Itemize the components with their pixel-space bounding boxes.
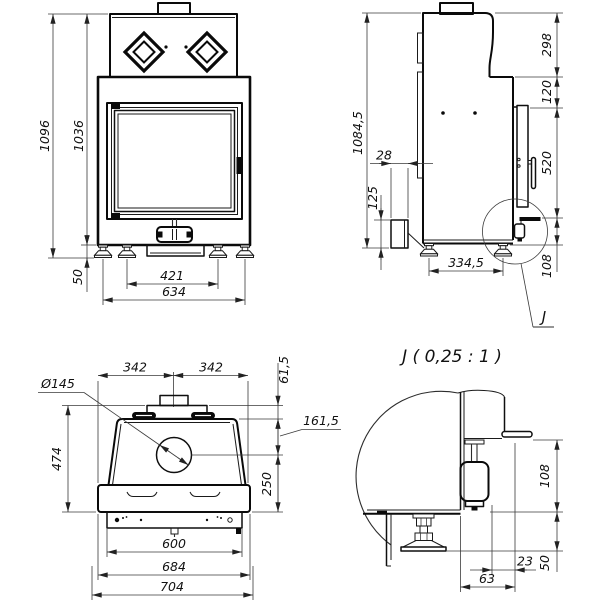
rear-air-duct [390, 219, 409, 249]
dim-frame-width: 684 [162, 559, 186, 574]
hinge-top-icon [111, 104, 120, 109]
front-frame-top [97, 484, 251, 513]
dim-frame-step: 120 [539, 80, 554, 104]
top-view-dimensions: Ø145 342 342 61,5 161,5 250 [38, 356, 341, 600]
side-view-body: J [390, 2, 554, 328]
damper-actuator-side [513, 223, 526, 239]
vent-dot-left [164, 45, 168, 49]
vent-diamond-left [123, 31, 165, 73]
door-frame [106, 102, 243, 220]
detail-boundary-arc [355, 390, 459, 546]
leveling-foot [494, 243, 512, 257]
detail-marker-label: J [539, 308, 546, 326]
right-side-wall [231, 418, 247, 486]
dim-feet-spacing: 334,5 [448, 255, 484, 270]
top-view-body [97, 372, 251, 537]
dim-door-section: 520 [539, 151, 554, 175]
leveling-foot [118, 244, 136, 258]
dim-half-width-left: 342 [123, 360, 147, 375]
dim-outer-feet: 634 [162, 284, 186, 299]
flue-stub-top [159, 394, 189, 407]
front-bar-top [106, 511, 243, 529]
body-bolt [441, 111, 445, 115]
dim-body-height: 1036 [71, 120, 86, 152]
flue-stub-front [157, 2, 191, 15]
vent-dot-right [184, 45, 188, 49]
dim-side-overall-height: 1084,5 [350, 111, 365, 155]
door-glass [117, 113, 232, 209]
bar-tab-dark [236, 528, 241, 534]
detail-circle-J [482, 198, 548, 265]
leveling-foot [209, 244, 227, 258]
dim-leg-height-detail: 50 [537, 555, 552, 571]
leveling-foot [236, 244, 254, 258]
dim-lower-section: 108 [539, 254, 554, 278]
door-latch-strip [236, 157, 242, 174]
hinge-bottom-icon [111, 213, 120, 218]
rear-trim-upper [417, 32, 424, 64]
dim-flange-offset: 63 [479, 571, 495, 586]
bar-tab [170, 527, 179, 535]
dim-overall-width: 704 [160, 579, 184, 594]
bar-hole [227, 517, 233, 523]
dim-damper-drop: 108 [537, 464, 552, 488]
leveling-foot-detail [400, 513, 447, 552]
dim-upper-section: 298 [539, 33, 554, 57]
dim-duct-offset: 28 [376, 148, 392, 163]
side-view-dimensions: 1084,5 28 125 334,5 298 120 [350, 12, 563, 278]
dim-inner-feet: 421 [160, 268, 184, 283]
dim-flue-diameter: Ø145 [40, 376, 75, 391]
damper-flange [464, 439, 485, 445]
air-control-knob [156, 226, 193, 243]
hinge-pin-icon [517, 164, 521, 168]
door-handle [530, 156, 537, 190]
detail-dimensions: 108 50 23 63 [447, 439, 563, 592]
door-panel-side [513, 104, 529, 208]
body-outline-side [422, 12, 494, 244]
rear-trim-lower [417, 71, 424, 179]
dim-overall-height: 1096 [37, 120, 52, 152]
damper-rod-detail [501, 430, 533, 438]
leveling-foot [420, 243, 438, 257]
dim-duct-height: 125 [365, 186, 380, 210]
top-view: Ø145 342 342 61,5 161,5 250 [38, 356, 341, 600]
dim-rod-offset: 23 [517, 554, 533, 569]
base-tray [146, 244, 205, 257]
damper-actuator-detail [459, 461, 490, 502]
front-view: 1096 1036 50 421 634 [37, 2, 254, 305]
door-glass-frame [113, 109, 236, 213]
leveling-foot [94, 244, 112, 258]
dim-front-offset: 250 [259, 472, 274, 496]
front-view-dimensions: 1096 1036 50 421 634 [37, 13, 246, 305]
damper-rod-side [519, 217, 541, 221]
dim-leg-height: 50 [70, 269, 85, 285]
dim-depth: 474 [49, 447, 64, 471]
dim-opening-width: 600 [162, 536, 186, 551]
vent-diamond-right [186, 31, 228, 73]
dim-flue-center-offset: 161,5 [303, 413, 339, 428]
detail-view-j: J ( 0,25 : 1 ) [355, 347, 563, 592]
side-view: J 1084,5 28 125 334,5 [350, 2, 563, 328]
front-view-body [94, 2, 254, 258]
body-bolt [473, 111, 477, 115]
dim-rear-offset: 61,5 [276, 356, 291, 384]
left-side-wall [107, 418, 123, 486]
hinge-pin-icon [517, 157, 521, 162]
detail-view-title: J ( 0,25 : 1 ) [399, 347, 502, 367]
dim-half-width-right: 342 [199, 360, 223, 375]
